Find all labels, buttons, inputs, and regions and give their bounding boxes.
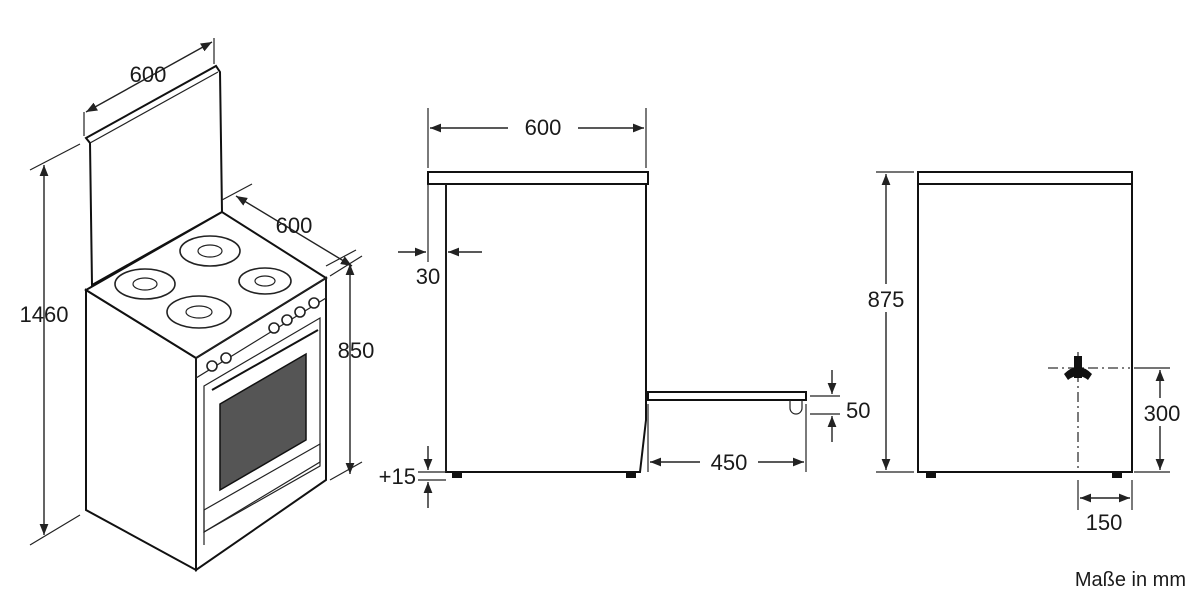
side-body: [445, 183, 647, 473]
isometric-cooker-view: 600 1460 600 850: [20, 38, 375, 572]
knob-5: [294, 306, 306, 318]
hotplate-left-center: [132, 277, 158, 291]
units-note: Maße in mm: [1075, 569, 1186, 591]
side-door-handle: [789, 400, 803, 415]
label-iso-width: 600: [130, 62, 167, 87]
hotplate-left: [114, 268, 176, 300]
side-foot-rear: [452, 472, 462, 478]
ext-line-depth-back: [221, 183, 253, 201]
knob-2: [220, 352, 232, 364]
side-open-door: [647, 391, 807, 401]
label-side-width: 600: [525, 115, 562, 140]
label-door-clearance-bg: [700, 448, 758, 476]
label-door-clearance: 450: [711, 450, 748, 475]
ext-line-height-top: [29, 143, 81, 171]
hotplate-right-center: [254, 275, 276, 287]
connection-point-icon: [1048, 352, 1130, 472]
side-worktop: [427, 171, 649, 185]
front-view: 875 300 150: [860, 171, 1190, 535]
label-connection-height-bg: [1134, 398, 1190, 426]
control-strip: [195, 276, 327, 380]
label-side-width-bg: [508, 112, 578, 140]
label-side-offset: 30: [416, 264, 440, 289]
hotplate-right: [238, 267, 292, 295]
ext-line-body-top: [329, 255, 363, 277]
hotplate-back: [179, 235, 241, 267]
dim-iso-width: [85, 41, 213, 113]
label-feet-adjust: +15: [379, 464, 416, 489]
knob-6: [308, 297, 320, 309]
knob-4: [281, 314, 293, 326]
knob-3: [268, 322, 280, 334]
control-knobs: [206, 297, 320, 372]
oven-window: [219, 352, 307, 492]
label-iso-depth: 600: [276, 213, 313, 238]
front-body: [917, 183, 1133, 473]
label-front-height: 875: [868, 287, 905, 312]
label-connection-offset: 150: [1086, 510, 1123, 535]
side-view: 600 30 +15 450 50: [379, 108, 870, 508]
hotplates: [114, 235, 292, 329]
hotplate-front-center: [185, 305, 213, 319]
storage-drawer: [203, 442, 321, 534]
label-iso-total-height: 1460: [20, 302, 69, 327]
knob-1: [206, 360, 218, 372]
front-foot-right: [1112, 472, 1122, 478]
ext-line-height-bottom: [29, 514, 81, 546]
label-front-height-bg: [860, 284, 912, 312]
label-door-height: 50: [846, 398, 870, 423]
ext-line-body-bottom: [329, 461, 363, 481]
front-worktop: [917, 171, 1133, 185]
dim-iso-depth: [235, 195, 353, 267]
front-foot-left: [926, 472, 936, 478]
connection-symbol-stem: [1074, 356, 1082, 378]
oven-handle: [211, 329, 319, 391]
label-connection-height: 300: [1144, 401, 1181, 426]
label-iso-body-height: 850: [338, 338, 375, 363]
hotplate-back-center: [197, 244, 223, 258]
hotplate-front: [166, 295, 232, 329]
side-foot-front: [626, 472, 636, 478]
